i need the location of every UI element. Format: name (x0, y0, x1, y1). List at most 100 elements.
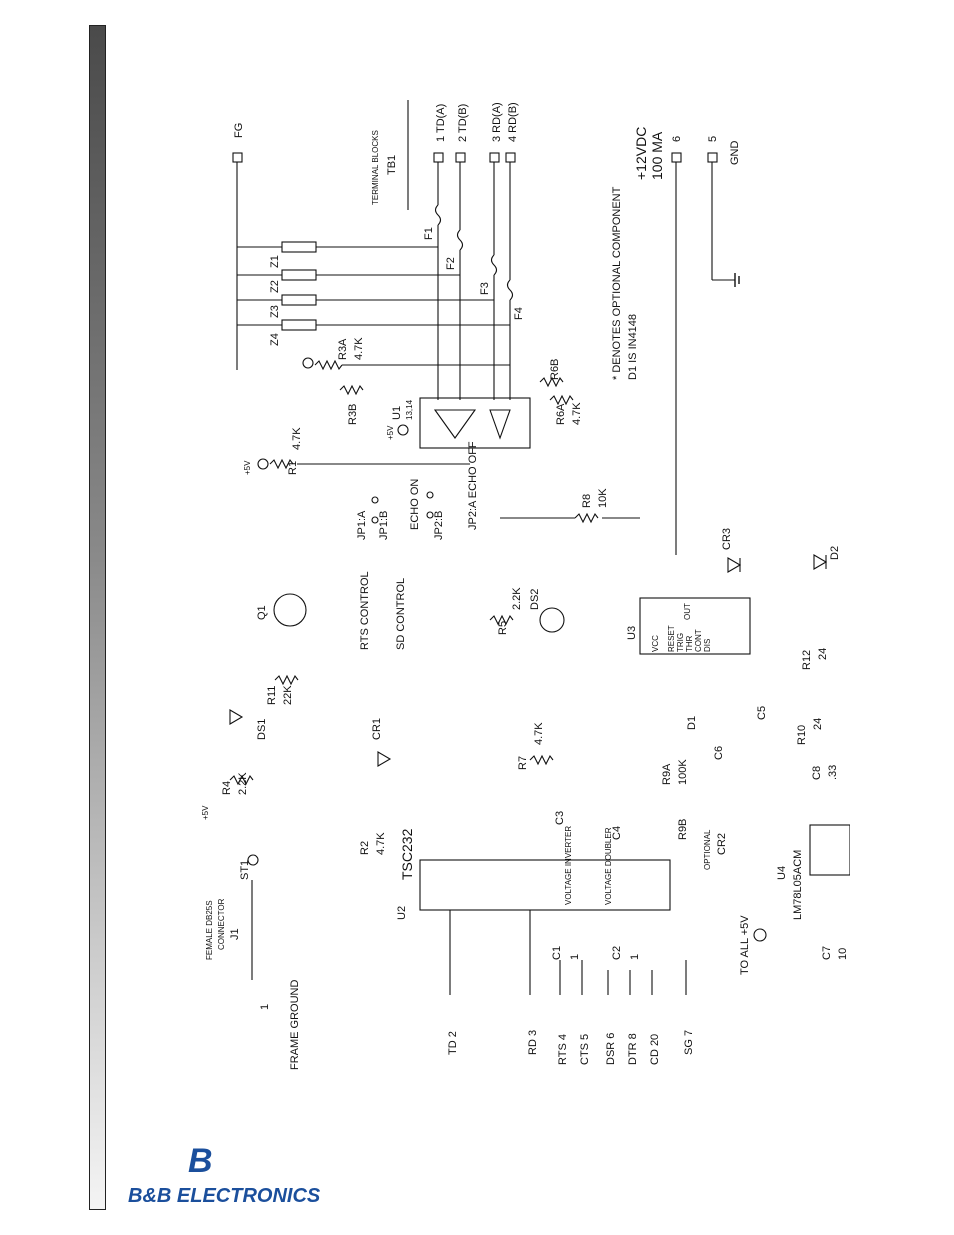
tsc232-label: TSC232 (399, 828, 415, 880)
fuse-f1-label: F1 (423, 227, 435, 240)
jp2b-label: JP2:B (433, 511, 445, 540)
ds2-label: DS2 (529, 589, 541, 610)
dsr6-label: DSR 6 (605, 1033, 617, 1065)
d1-label: D1 (686, 716, 698, 730)
r8-value: 10K (597, 488, 609, 508)
r3b-label: R3B (347, 404, 359, 425)
td2-label: TD 2 (447, 1031, 459, 1055)
u3-timer-block: U3 VCC RESET TRIG THR CONT DIS OUT CR3 D… (489, 528, 841, 655)
u3-label: U3 (626, 626, 638, 640)
r9a-label: R9A (661, 763, 673, 785)
c5-label: C5 (756, 706, 768, 720)
u3-thr-label: THR (685, 635, 694, 652)
r9b-label: R9B (677, 819, 689, 840)
tb1-label: TB1 (386, 155, 398, 175)
note-d1: D1 IS IN4148 (627, 314, 639, 380)
terminal-1-label: 1 TD(A) (435, 104, 447, 142)
r10-value: 24 (812, 718, 824, 730)
power-current-label: 100 MA (649, 131, 665, 180)
u3-cont-label: CONT (694, 629, 703, 652)
r6a-value: 4.7K (571, 402, 583, 425)
c4-label: C4 (611, 826, 623, 840)
u4-part-label: LM78L05ACM (792, 850, 804, 920)
db25-connector-section: ST1 FEMALE DB25S CONNECTOR J1 1 FRAME GR… (205, 854, 695, 1071)
terminal-4-label: 4 RD(B) (507, 102, 519, 142)
voltage-inverter-label: VOLTAGE INVERTER (564, 826, 573, 905)
u1-label: U1 (391, 406, 403, 420)
u3-dis-label: DIS (703, 639, 712, 652)
u3-vcc-label: VCC (651, 635, 660, 652)
u1-driver-block: U1 13,14 +5V R3A 4.7K R3B R6B R6A 4.7K (302, 337, 583, 449)
c8-value: .33 (827, 765, 839, 780)
r2-label: R2 (359, 841, 371, 855)
fg-pin-label: 1 (259, 1004, 271, 1010)
c6-label: C6 (713, 746, 725, 760)
zener-array (237, 241, 510, 331)
r2-value: 4.7K (375, 832, 387, 855)
r4-label: R4 (221, 781, 233, 795)
brand-logo: B B&B ELECTRONICS (128, 1140, 378, 1210)
terminal-2-label: 2 TD(B) (457, 104, 469, 142)
r6b-label: R6B (549, 359, 561, 380)
fuse-f4-label: F4 (513, 307, 525, 320)
cr3-label: CR3 (721, 528, 733, 550)
sd-control-label: SD CONTROL (395, 578, 407, 650)
r10-label: R10 (796, 725, 808, 745)
u3-trig-label: TRIG (676, 633, 685, 652)
u2-label: U2 (396, 906, 408, 920)
u2-tsc232-block: R2 4.7K TSC232 U2 VOLTAGE INVERTER VOLTA… (359, 648, 850, 975)
r12-label: R12 (801, 650, 813, 670)
r3a-label: R3A (337, 338, 349, 360)
power-voltage-label: +12VDC (633, 127, 649, 180)
u4-label: U4 (776, 866, 788, 880)
j1-label: J1 (229, 928, 241, 940)
r9a-value: 100K (677, 759, 689, 785)
rd3-label: RD 3 (527, 1030, 539, 1055)
r4-value: 2.2K (237, 772, 249, 795)
r6a-label: R6A (555, 403, 567, 425)
to-all-5v-label: TO ALL +5V (739, 915, 751, 975)
dtr8-label: DTR 8 (627, 1033, 639, 1065)
c7-value: 10 (837, 948, 849, 960)
u3-reset-label: RESET (667, 625, 676, 652)
gnd-label: GND (729, 141, 741, 166)
r11-label: R11 (266, 686, 278, 705)
cr1-label: CR1 (371, 718, 383, 740)
terminal-6-label: 6 (671, 136, 683, 142)
u1-pins-label: 13,14 (405, 399, 414, 420)
fuse-f2-label: F2 (445, 257, 457, 270)
r7-value: 4.7K (533, 722, 545, 745)
logo-brand-text: B&B ELECTRONICS (128, 1185, 321, 1207)
optional-label: OPTIONAL (703, 829, 712, 870)
logo-mark: B (188, 1142, 213, 1180)
r8-label: R8 (581, 494, 593, 508)
c2-label: C2 (611, 946, 623, 960)
q1-label: Q1 (256, 605, 268, 620)
terminal-block-section: FG TERMINAL BLOCKS TB1 1 TD(A) 2 TD(B) 3… (232, 100, 741, 555)
terminal-3-label: 3 RD(A) (491, 102, 503, 142)
c2-value: 1 (629, 954, 641, 960)
echo-off-label: JP2:A ECHO OFF (467, 441, 479, 530)
fuse-f3-label: F3 (479, 282, 491, 295)
terminal-5-label: 5 (707, 136, 719, 142)
connector-type-label: FEMALE DB25S (205, 900, 214, 960)
r3a-value: 4.7K (353, 337, 365, 360)
rts-control-label: RTS CONTROL (359, 571, 371, 650)
c1-label: C1 (551, 946, 563, 960)
rts4-label: RTS 4 (557, 1034, 569, 1065)
connector-label: CONNECTOR (217, 898, 226, 950)
r5-label: R5 (497, 621, 509, 635)
c7-label: C7 (821, 946, 833, 960)
schematic-diagram: FG TERMINAL BLOCKS TB1 1 TD(A) 2 TD(B) 3… (201, 100, 850, 1071)
c3-label: C3 (554, 811, 566, 825)
frame-ground-label: FRAME GROUND (289, 980, 301, 1071)
zener-z4-label: Z4 (269, 333, 281, 346)
c8-label: C8 (811, 766, 823, 780)
r1-value: 4.7K (291, 427, 303, 450)
page-sidebar-bar (89, 25, 106, 1210)
voltage-doubler-label: VOLTAGE DOUBLER (604, 827, 613, 905)
u3-out-label: OUT (683, 603, 692, 620)
d2-label: D2 (829, 546, 841, 560)
zener-z1-label: Z1 (269, 255, 281, 268)
terminal-blocks-label: TERMINAL BLOCKS (371, 130, 380, 205)
